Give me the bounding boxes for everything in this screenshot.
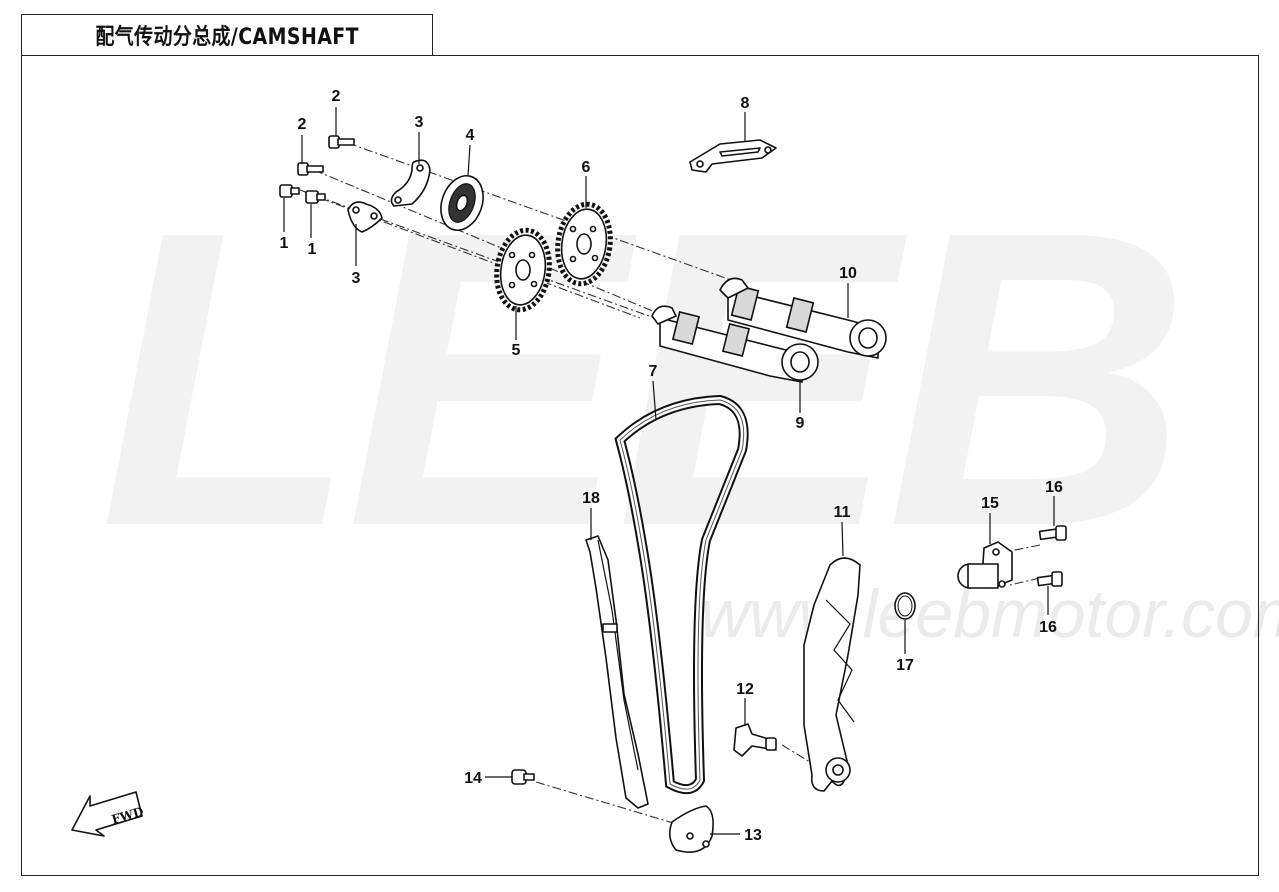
callout-10: 10	[839, 265, 857, 282]
bolt-part-1-lower	[305, 190, 326, 204]
stopper-plate-part-13	[668, 805, 714, 853]
callout-2-lower: 2	[298, 116, 307, 133]
callout-4: 4	[466, 127, 475, 144]
assembly-axis-lines	[299, 142, 1041, 826]
callout-1-lower: 1	[308, 241, 317, 258]
diagram-frame	[21, 55, 1259, 876]
camshaft-part-9	[651, 305, 819, 383]
callout-leaders	[283, 107, 1055, 835]
callout-8: 8	[741, 95, 750, 112]
diagram-title: 配气传动分总成/CAMSHAFT	[95, 25, 359, 50]
o-ring-part-17	[894, 592, 916, 620]
callout-3-upper: 3	[415, 114, 424, 131]
callout-13: 13	[744, 827, 762, 844]
camshaft-part-10	[719, 277, 887, 359]
callout-9: 9	[796, 415, 805, 432]
callout-17: 17	[896, 657, 914, 674]
chain-guide-part-18	[585, 535, 649, 809]
callout-labels: 1 1 2 2 3 3 4 5 6 7 8 9 10 11 12 13 14 1…	[280, 88, 1063, 844]
callout-16-upper: 16	[1045, 479, 1063, 496]
callout-16-lower: 16	[1039, 619, 1057, 636]
bolt-part-16-upper	[1038, 525, 1067, 541]
tensioner-arm-part-11	[803, 557, 861, 792]
decompressor-part-4	[440, 175, 484, 231]
callout-14: 14	[464, 770, 482, 787]
callout-1-upper: 1	[280, 235, 289, 252]
callout-6: 6	[582, 159, 591, 176]
callout-5: 5	[512, 342, 521, 359]
bolt-part-2-lower	[297, 162, 324, 176]
cam-plate-part-3-upper	[390, 159, 431, 207]
callout-2-upper: 2	[332, 88, 341, 105]
callout-11: 11	[834, 504, 851, 521]
callout-15: 15	[981, 495, 999, 512]
forward-direction-arrow: FWD	[71, 791, 145, 837]
timing-chain-part-7	[614, 394, 749, 795]
cam-plate-part-3-lower	[347, 201, 383, 233]
callout-3-lower: 3	[352, 270, 361, 287]
pivot-bolt-part-12	[733, 723, 777, 757]
sprocket-part-5	[494, 227, 552, 313]
sprocket-part-6	[555, 201, 613, 287]
bolt-part-16-lower	[1036, 571, 1063, 587]
cam-bracket-part-8	[689, 139, 777, 173]
callout-7: 7	[649, 363, 658, 380]
bolt-part-1-upper	[279, 184, 300, 198]
bolt-part-2-upper	[328, 135, 355, 149]
bolt-part-14	[511, 769, 535, 785]
callout-18: 18	[582, 490, 600, 507]
callout-12: 12	[736, 681, 754, 698]
title-box: 配气传动分总成/CAMSHAFT	[21, 14, 433, 56]
chain-tensioner-part-15	[957, 541, 1013, 589]
